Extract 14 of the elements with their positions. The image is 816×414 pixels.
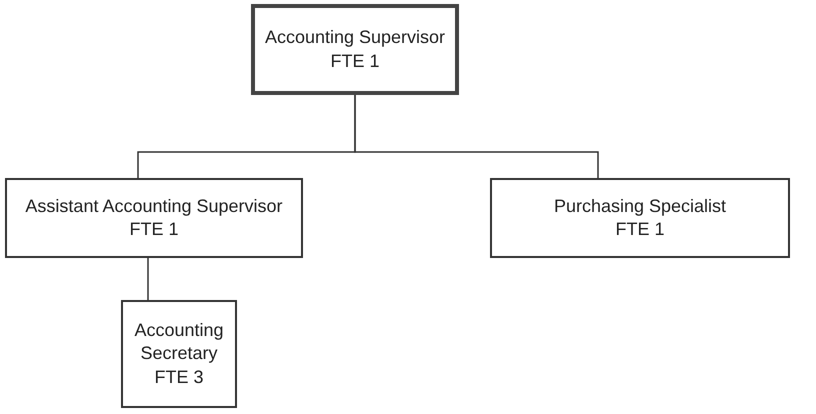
position-label: FTE 1	[129, 218, 178, 241]
connector-line	[147, 258, 149, 300]
connector-line	[354, 95, 599, 178]
position-box	[251, 4, 459, 95]
position-label: Accounting Secretary	[133, 318, 225, 366]
position-label: FTE 3	[154, 366, 204, 389]
position-box	[5, 178, 303, 258]
position-label: Assistant Accounting Supervisor	[25, 194, 283, 218]
position-label: Accounting Supervisor	[264, 26, 446, 50]
position-label: FTE 1	[330, 50, 380, 72]
position-box	[121, 300, 237, 408]
position-box	[490, 178, 790, 258]
position-label: FTE 1	[615, 218, 664, 241]
position-label: Purchasing Specialist	[554, 194, 726, 218]
